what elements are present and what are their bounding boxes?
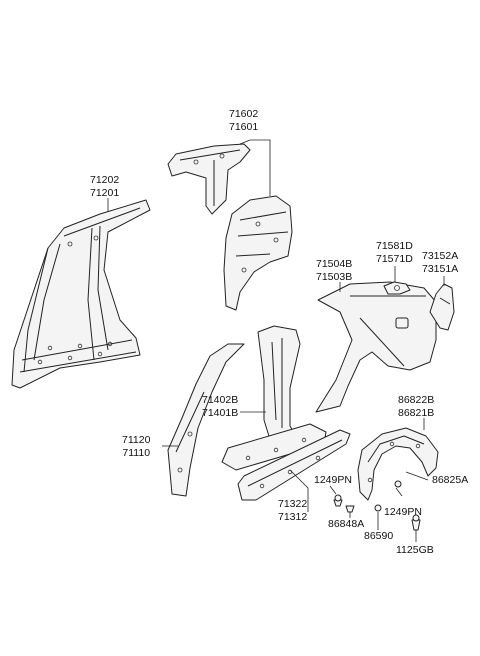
part-number: 71601 — [229, 121, 259, 133]
part-number: 71312 — [278, 511, 308, 523]
callout-center-pillar: 71402B 71401B — [202, 394, 238, 420]
part-number: 1249PN — [384, 506, 422, 518]
callout-bolt-right: 1249PN — [384, 506, 422, 519]
part-number: 86590 — [364, 530, 394, 542]
part-number: 86848A — [328, 518, 365, 530]
part-number: 73151A — [422, 263, 459, 275]
callout-quarter-extension: 73152A 73151A — [422, 250, 458, 276]
callout-nut: 86590 — [364, 530, 393, 543]
rear-inner-panel-drawing — [167, 143, 293, 311]
leader-lines — [107, 139, 445, 542]
fasteners-drawing — [333, 480, 421, 531]
callout-clip: 86848A — [328, 518, 364, 531]
callout-wheel-guard: 86822B 86821B — [398, 394, 434, 420]
callout-quarter-outer-panel: 71504B 71503B — [316, 258, 352, 284]
part-number: 73152A — [422, 250, 459, 262]
part-number: 1125GB — [396, 544, 434, 556]
part-number: 71581D — [376, 240, 413, 252]
part-number: 71201 — [90, 187, 120, 199]
part-number: 86821B — [398, 407, 435, 419]
fuel-filler-housing-drawing — [383, 281, 411, 295]
callout-bolt-left: 1249PN — [314, 474, 352, 487]
part-number: 71120 — [122, 434, 151, 446]
part-number: 71401B — [202, 407, 239, 419]
part-number: 71571D — [376, 253, 413, 265]
callout-rear-inner-panel: 71602 71601 — [229, 108, 258, 134]
part-number: 71602 — [229, 108, 259, 120]
part-number: 86825A — [432, 474, 469, 486]
front-pillar-drawing — [167, 343, 245, 497]
part-number: 71504B — [316, 258, 353, 270]
quarter-outer-panel-drawing — [315, 281, 437, 413]
part-number: 71202 — [90, 174, 120, 186]
wheel-guard-drawing — [357, 427, 439, 501]
part-number: 71110 — [122, 447, 151, 459]
callout-side-sill: 71322 71312 — [278, 498, 307, 524]
quarter-extension-drawing — [429, 283, 455, 331]
callout-front-pillar: 71120 71110 — [122, 434, 150, 460]
part-number: 71503B — [316, 271, 353, 283]
callout-wheel-guard-screw: 86825A — [432, 474, 468, 487]
side-sill-drawing — [237, 429, 351, 501]
part-number: 1249PN — [314, 474, 352, 486]
side-outer-panel-drawing — [11, 199, 151, 389]
part-number: 71402B — [202, 394, 239, 406]
callout-screw: 1125GB — [396, 544, 434, 557]
part-number: 71322 — [278, 498, 308, 510]
center-pillar-drawing — [221, 325, 327, 471]
callout-side-outer-panel: 71202 71201 — [90, 174, 119, 200]
part-number: 86822B — [398, 394, 435, 406]
callout-fuel-filler-housing: 71581D 71571D — [376, 240, 413, 266]
